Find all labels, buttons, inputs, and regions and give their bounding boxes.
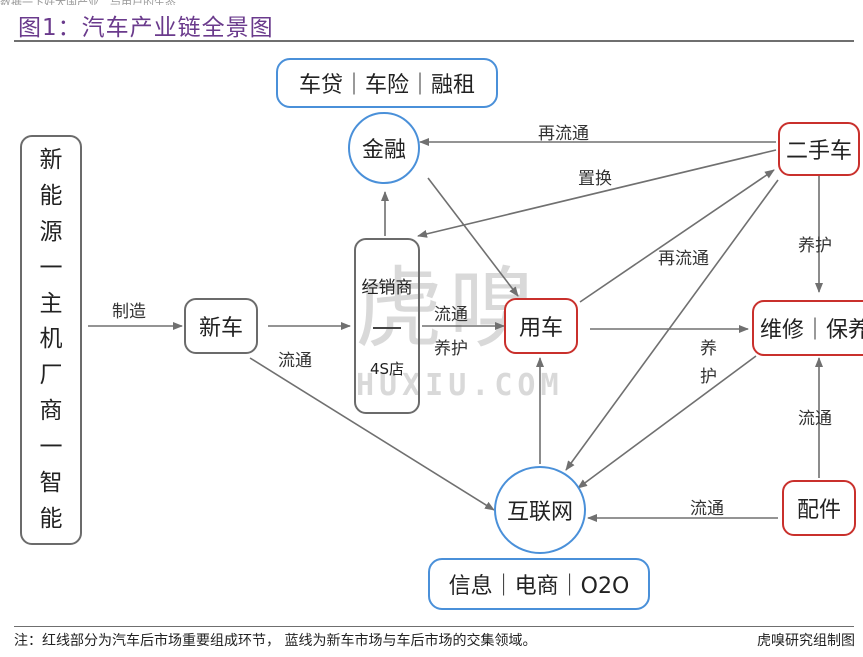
- arrow-usecar-to-usedcar: [579, 169, 775, 303]
- label-circulate-new: 流通: [278, 351, 312, 371]
- label-maintain-use-1: 养: [700, 339, 717, 359]
- oem-box: 新能源一主机厂商一智能: [20, 135, 82, 545]
- dealer-node: 经销商 4S店: [354, 238, 420, 414]
- parts-node: 配件: [782, 480, 856, 536]
- oem-char: 智: [39, 470, 63, 497]
- top-text-strip: 数据一下好大国产业二与用户的生态: [0, 0, 863, 5]
- dealer-4s-label: 4S店: [369, 360, 405, 379]
- arrow-usedcar-to-dealer: [417, 149, 777, 238]
- use-car-node: 用车: [504, 298, 578, 354]
- arrow-usedcar-to-internet: [565, 179, 779, 471]
- label-maintain-dealer: 养护: [434, 339, 468, 359]
- dealer-label: 经销商: [361, 277, 413, 298]
- internet-node: 互联网: [494, 466, 586, 554]
- arrow-newcar-to-internet: [249, 357, 495, 511]
- internet-group: 信息｜电商｜O2O: [428, 558, 650, 610]
- oem-char: 机: [39, 326, 63, 353]
- arrow-finance-to-usecar: [427, 177, 519, 297]
- repair-node: 维修｜保养: [752, 300, 863, 356]
- oem-char: 商: [39, 398, 63, 425]
- label-maintain-use-2: 护: [700, 367, 717, 387]
- footer-credit: 虎嗅研究组制图: [757, 633, 855, 649]
- oem-char: 主: [39, 290, 63, 317]
- label-recirculate-mid: 再流通: [658, 249, 709, 269]
- arrow-repair-to-internet: [577, 355, 757, 489]
- oem-char: 能: [39, 182, 63, 209]
- oem-char: 一: [39, 434, 63, 461]
- oem-char: 一: [39, 254, 63, 281]
- label-circulate-dealer: 流通: [434, 305, 468, 325]
- label-circulate-parts-up: 流通: [798, 409, 832, 429]
- dealer-divider: [373, 326, 401, 329]
- footer-note: 注：红线部分为汽车后市场重要组成环节， 蓝线为新车市场与车后市场的交集领域。: [14, 633, 537, 649]
- used-car-node: 二手车: [778, 122, 860, 176]
- finance-group: 车贷｜车险｜融租: [276, 58, 498, 108]
- oem-char: 能: [39, 505, 63, 532]
- finance-node: 金融: [348, 112, 420, 184]
- figure-title: 图1：汽车产业链全景图: [18, 15, 274, 41]
- label-make: 制造: [112, 302, 146, 322]
- oem-char: 新: [39, 147, 63, 173]
- label-maintain-used: 养护: [798, 236, 832, 256]
- watermark-url: HUXIU.COM: [356, 368, 564, 403]
- new-car-node: 新车: [184, 298, 258, 354]
- title-divider: [14, 40, 854, 42]
- oem-char: 厂: [39, 362, 63, 389]
- oem-char: 源: [39, 218, 63, 245]
- repair-label: 维修｜保养: [760, 318, 863, 343]
- label-recirculate-top: 再流通: [538, 124, 589, 144]
- label-replace: 置换: [578, 169, 612, 189]
- label-circulate-parts-left: 流通: [690, 499, 724, 519]
- footer-divider: [14, 626, 854, 627]
